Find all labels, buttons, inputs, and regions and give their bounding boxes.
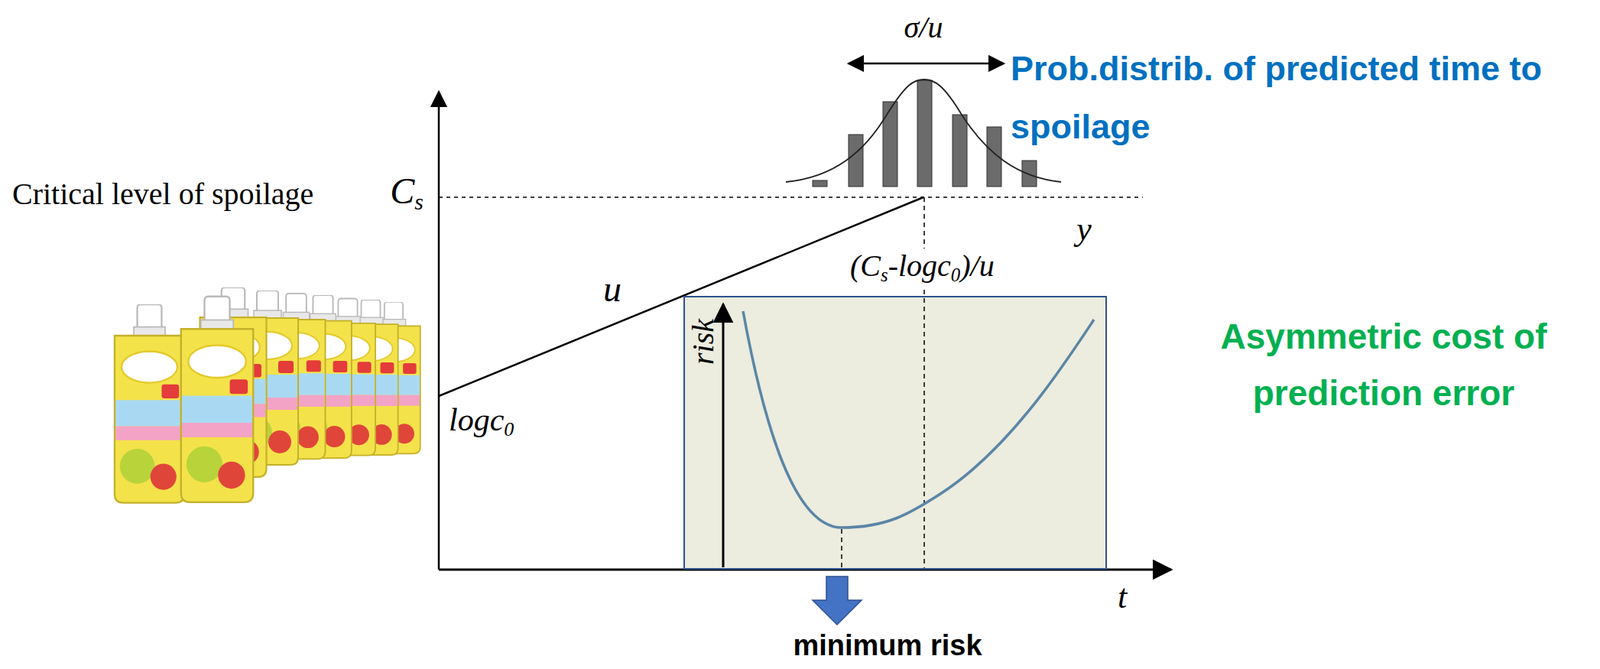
distribution-title: Prob.distrib. of predicted time to spoil… <box>1010 39 1577 156</box>
y-axis <box>438 91 441 570</box>
risk-panel-fill <box>683 295 1107 570</box>
initial-level: logc0 <box>448 401 514 442</box>
subscript: 0 <box>950 264 961 286</box>
critical-level-line <box>438 196 1143 198</box>
minimum-label: minimum risk <box>792 629 982 663</box>
risk-panel: risk <box>683 295 1107 570</box>
cost-title: Asymmetric cost of prediction error <box>1177 308 1591 422</box>
histogram <box>812 80 1037 187</box>
time-formula: (Cs-logc0)/u <box>847 248 998 286</box>
product-illustration <box>114 287 421 504</box>
spread-label: σ/u <box>904 9 944 46</box>
threshold-symbol: Cs <box>389 169 424 216</box>
rate-symbol: u <box>603 267 622 310</box>
risk-curve <box>743 311 1094 528</box>
subscript: s <box>880 264 889 286</box>
subscript: 0 <box>503 418 514 441</box>
spread-arrow <box>848 62 1004 65</box>
subscript: s <box>414 189 424 215</box>
minimum-arrow <box>812 576 862 625</box>
axis-title: risk <box>688 318 719 365</box>
axis-note: Critical level of spoilage <box>12 176 314 212</box>
risk-axis <box>722 304 725 568</box>
minimum-line <box>840 529 843 570</box>
axis-symbol: t <box>1117 577 1127 617</box>
axis-symbol: y <box>1076 210 1092 250</box>
